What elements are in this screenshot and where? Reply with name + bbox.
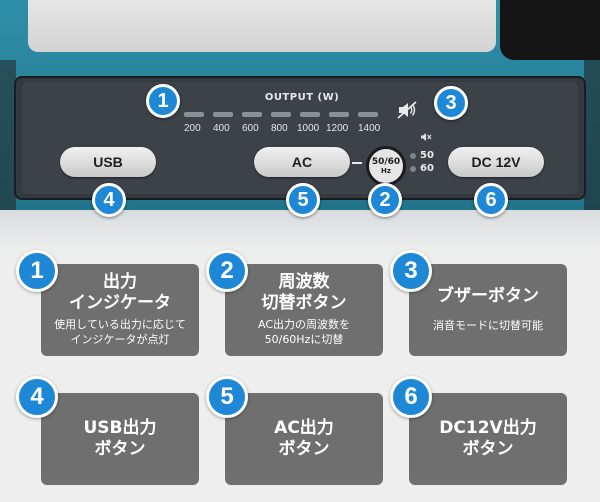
card-number-badge-4: 4: [16, 376, 58, 418]
legend-card-buzzer: ブザーボタン 消音モードに切替可能: [409, 264, 567, 356]
card-title-line: ボタン: [462, 439, 514, 459]
card-title-line: ボタン: [94, 439, 146, 459]
ac-button[interactable]: AC: [254, 147, 350, 177]
usb-button[interactable]: USB: [60, 147, 156, 177]
legend-card-frequency-switch: 周波数 切替ボタン AC出力の周波数を 50/60Hzに切替: [225, 264, 383, 356]
output-led-5: [300, 112, 320, 117]
hz-60-indicator: [410, 165, 416, 172]
hz-option-60: 60: [410, 163, 434, 174]
card-title-line: ボタン: [278, 439, 330, 459]
card-description: 使用している出力に応じて インジケータが点灯: [54, 318, 186, 348]
output-indicator-leds: [184, 112, 384, 120]
card-number-badge-6: 6: [390, 376, 432, 418]
legend-card-output-indicator: 出力 インジケータ 使用している出力に応じて インジケータが点灯: [41, 264, 199, 356]
scale-label: 1000: [297, 123, 320, 134]
callout-badge-3: 3: [434, 86, 468, 120]
card-title-line: 出力: [103, 271, 137, 292]
card-title-line: 切替ボタン: [261, 293, 347, 314]
card-number-badge-5: 5: [206, 376, 248, 418]
legend-card-usb-output: USB出力 ボタン: [41, 393, 199, 485]
hz-50-indicator: [410, 152, 416, 159]
hz-ring-top: 50/60: [371, 156, 401, 167]
card-desc-line: 50/60Hzに切替: [264, 333, 344, 347]
callout-badge-5: 5: [286, 183, 320, 217]
card-description: AC出力の周波数を 50/60Hzに切替: [258, 318, 350, 348]
hz-ring-bottom: Hz: [381, 166, 391, 175]
card-number-badge-1: 1: [16, 250, 58, 292]
hz-50-label: 50: [420, 150, 434, 161]
card-title-line: AC出力: [274, 417, 334, 438]
callout-badge-4: 4: [92, 183, 126, 217]
card-desc-line: 使用している出力に応じて: [54, 318, 186, 332]
output-led-3: [242, 112, 262, 117]
callout-badge-2: 2: [368, 183, 402, 217]
card-description: 消音モードに切替可能: [433, 319, 543, 334]
card-title-line: USB出力: [83, 417, 157, 438]
card-number-badge-3: 3: [390, 250, 432, 292]
callout-badge-6: 6: [474, 183, 508, 217]
hz-option-50: 50: [410, 150, 434, 161]
card-title-line: インジケータ: [69, 293, 171, 314]
output-led-7: [358, 112, 378, 117]
hz-60-label: 60: [420, 163, 434, 174]
hz-connector-line: [352, 162, 362, 164]
device-right-block: [500, 0, 600, 60]
device-right-rail: [584, 60, 600, 210]
scale-label: 1400: [358, 123, 381, 134]
mini-speaker-mute-icon: [421, 133, 432, 141]
card-number-badge-2: 2: [206, 250, 248, 292]
card-desc-line: AC出力の周波数を: [257, 318, 350, 332]
card-title-line: 周波数: [278, 271, 330, 292]
device-left-rail: [0, 60, 16, 210]
callout-badge-1: 1: [146, 84, 180, 118]
speaker-mute-icon[interactable]: [396, 99, 418, 121]
output-scale: 200 400 600 800 1000 1200 1400: [178, 123, 388, 137]
scale-label: 1200: [326, 123, 349, 134]
card-desc-line: 消音モードに切替可能: [433, 319, 543, 333]
output-led-6: [329, 112, 349, 117]
device-top-slot: [28, 0, 496, 52]
output-led-1: [184, 112, 204, 117]
legend-card-ac-output: AC出力 ボタン: [225, 393, 383, 485]
dc-12v-button[interactable]: DC 12V: [448, 147, 544, 177]
scale-label: 600: [242, 123, 259, 134]
scale-label: 800: [271, 123, 288, 134]
scale-label: 400: [213, 123, 230, 134]
frequency-switch-button[interactable]: 50/60 Hz: [366, 146, 406, 186]
card-title-line: ブザーボタン: [437, 285, 539, 306]
card-desc-line: インジケータが点灯: [70, 333, 170, 347]
output-label: OUTPUT (W): [264, 92, 340, 103]
scale-label: 200: [184, 123, 201, 134]
output-led-4: [271, 112, 291, 117]
output-led-2: [213, 112, 233, 117]
legend-card-dc12v-output: DC12V出力 ボタン: [409, 393, 567, 485]
card-title-line: DC12V出力: [439, 417, 537, 438]
